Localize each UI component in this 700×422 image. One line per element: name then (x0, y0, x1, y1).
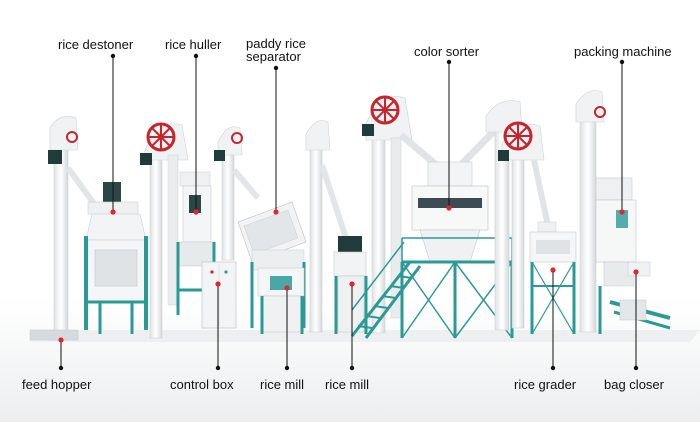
rice-mill-1-machine (257, 267, 305, 334)
label-bag-closer: bag closer (604, 377, 664, 392)
label-rice-mill-2: rice mill (325, 377, 370, 392)
feed-hopper-machine (29, 116, 98, 341)
label-control-box: control box (170, 377, 234, 392)
label-packing-machine: packing machine (574, 44, 672, 59)
label-rice-huller: rice huller (165, 37, 222, 52)
label-color-sorter: color sorter (414, 44, 480, 59)
color-sorter-tower (350, 95, 545, 339)
label-feed-hopper: feed hopper (22, 377, 92, 392)
label-rice-mill-1: rice mill (260, 377, 305, 392)
label-paddy-separator-line2: separator (246, 49, 301, 64)
control-box-cabinet (201, 261, 237, 329)
label-rice-destoner: rice destoner (58, 37, 134, 52)
rice-destoner-machine (84, 182, 148, 334)
bucket-elevator-3 (305, 120, 349, 333)
label-rice-grader: rice grader (514, 377, 577, 392)
callout-leaders (58, 53, 639, 371)
label-paddy-separator-line1: paddy rice (246, 36, 306, 51)
bucket-elevator-1 (140, 122, 189, 339)
bucket-elevator-2 (214, 126, 261, 261)
packing-machine-unit (575, 90, 671, 334)
paddy-separator-machine (237, 201, 307, 328)
